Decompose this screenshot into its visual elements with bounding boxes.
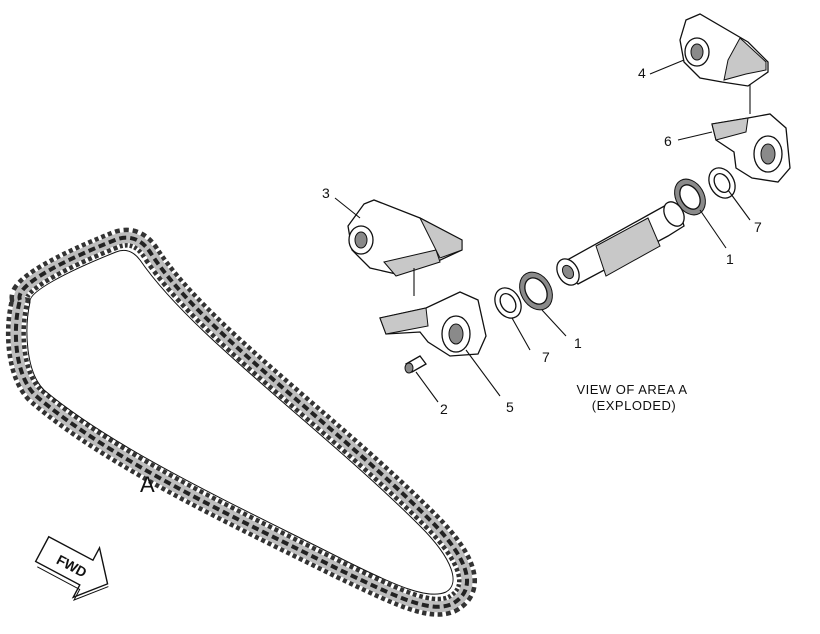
seal-upper xyxy=(674,178,706,216)
bracket-upper xyxy=(711,113,791,183)
guard-block-upper xyxy=(679,13,769,87)
caption-line-1: VIEW OF AREA A xyxy=(576,382,687,397)
callout-7-lower: 7 xyxy=(542,349,550,365)
callout-5: 5 xyxy=(506,399,514,415)
callout-6: 6 xyxy=(664,133,672,149)
callout-1-upper: 1 xyxy=(726,251,734,267)
callout-3: 3 xyxy=(322,185,330,201)
fwd-arrow-icon: FWD xyxy=(34,535,109,601)
ring-upper xyxy=(708,167,736,199)
bracket-lower xyxy=(379,291,487,357)
callout-1-lower: 1 xyxy=(574,335,582,351)
callout-2: 2 xyxy=(440,401,448,417)
callout-4: 4 xyxy=(638,65,646,81)
bushing-pin xyxy=(404,355,427,374)
caption-line-2: (EXPLODED) xyxy=(592,398,676,413)
guard-block-lower xyxy=(347,199,463,277)
shaft xyxy=(556,201,685,286)
track-chain xyxy=(5,227,477,617)
callout-7-upper: 7 xyxy=(754,219,762,235)
ring-lower xyxy=(494,287,522,319)
seal-lower xyxy=(519,271,553,311)
area-label: A xyxy=(140,472,155,497)
leader-lines xyxy=(334,59,751,403)
